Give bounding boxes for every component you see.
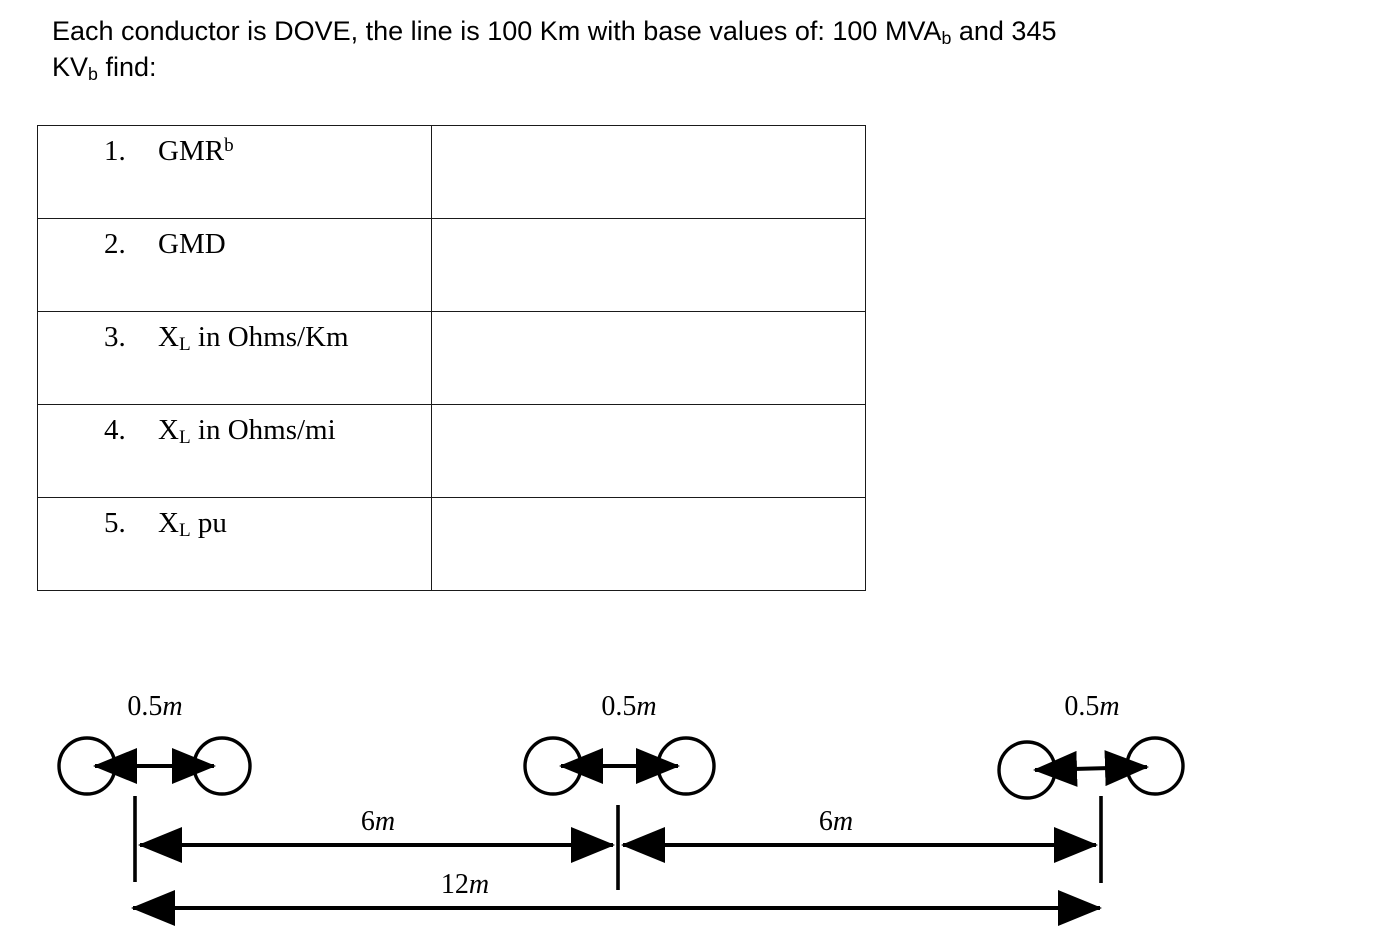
question-label-4-subscript: L <box>178 427 191 449</box>
bundle-spacing-arrow-c <box>1033 750 1149 787</box>
question-label-1-superscript: b <box>224 134 234 156</box>
list-number-5: 5. <box>104 507 126 539</box>
answer-cell-2[interactable] <box>431 218 866 312</box>
answer-cell-4[interactable] <box>431 404 866 498</box>
answer-cell-3[interactable] <box>431 311 866 405</box>
question-label-5-subscript: L <box>178 520 191 542</box>
dimension-span-ab: 6m <box>138 806 615 863</box>
find-text: find: <box>97 51 157 82</box>
question-label-4-base: X <box>158 414 179 446</box>
mva-base-subscript: b <box>941 27 952 48</box>
table-cell-question-1: 1. GMRb <box>37 125 432 219</box>
question-label-3: XL in Ohms/Km <box>158 321 349 354</box>
conductor-circle-a1 <box>57 736 117 796</box>
problem-statement-line-1: Each conductor is DOVE, the line is 100 … <box>52 14 1390 50</box>
question-label-5: XL pu <box>158 507 227 540</box>
dimension-span-bc: 6m <box>621 806 1098 863</box>
conductor-bundle-phase-c: 0.5m <box>997 691 1185 800</box>
dimension-label-bc: 6m <box>819 806 853 837</box>
conductor-circle-b2 <box>656 736 716 796</box>
conductor-circle-a2 <box>192 736 252 796</box>
answer-cell-1[interactable] <box>431 125 866 219</box>
table-cell-question-3: 3. XL in Ohms/Km <box>37 311 432 405</box>
bundle-spacing-unit-c: m <box>1099 691 1119 722</box>
problem-statement: Each conductor is DOVE, the line is 100 … <box>52 14 1390 85</box>
dimension-label-ac: 12m <box>441 869 489 900</box>
question-label-3-subscript: L <box>178 334 191 356</box>
dimension-value-ac: 12 <box>441 869 469 900</box>
conductor-circle-b1 <box>523 736 583 796</box>
dimension-unit-bc: m <box>833 806 853 837</box>
question-label-5-base: X <box>158 507 179 539</box>
answer-cell-5[interactable] <box>431 497 866 591</box>
conductor-bundle-phase-a: 0.5m <box>57 691 252 796</box>
list-number-4: 4. <box>104 414 126 446</box>
table-row: 5. XL pu <box>37 497 866 591</box>
question-label-2-base: GMD <box>158 228 226 260</box>
bundle-spacing-unit-b: m <box>636 691 656 722</box>
table-row: 4. XL in Ohms/mi <box>37 404 866 498</box>
question-label-4-suffix: in Ohms/mi <box>190 414 336 446</box>
bundle-spacing-label-c: 0.5m <box>1064 691 1119 722</box>
table-row: 2. GMD <box>37 218 866 312</box>
conductor-bundle-phase-b: 0.5m <box>523 691 716 796</box>
question-label-3-suffix: in Ohms/Km <box>190 321 349 353</box>
questions-table: 1. GMRb 2. GMD <box>37 125 866 591</box>
problem-statement-line-1-cont: and 345 <box>951 16 1057 46</box>
conductor-circle-c2 <box>1125 736 1185 796</box>
table-cell-question-5: 5. XL pu <box>37 497 432 591</box>
bundle-spacing-label-a: 0.5m <box>127 691 182 722</box>
question-label-3-base: X <box>158 321 179 353</box>
dimension-unit-ac: m <box>469 869 489 900</box>
kv-base-subscript: b <box>88 63 98 84</box>
bundle-spacing-unit-a: m <box>162 691 182 722</box>
dimension-value-ab: 6 <box>361 806 375 837</box>
list-number-2: 2. <box>104 228 126 260</box>
dimension-label-ab: 6m <box>361 806 395 837</box>
problem-statement-line-1-text: Each conductor is DOVE, the line is 100 … <box>52 16 942 46</box>
question-label-5-suffix: pu <box>190 507 227 539</box>
bundle-spacing-value-a: 0.5 <box>127 691 162 722</box>
conductor-circle-c1 <box>997 740 1057 800</box>
bundle-spacing-value-b: 0.5 <box>601 691 636 722</box>
table-cell-question-2: 2. GMD <box>37 218 432 312</box>
list-number-1: 1. <box>104 135 126 167</box>
question-label-4: XL in Ohms/mi <box>158 414 336 447</box>
bundle-spacing-value-c: 0.5 <box>1064 691 1099 722</box>
question-label-2: GMD <box>158 228 226 261</box>
dimension-span-ac: 12m <box>131 869 1102 926</box>
table-cell-question-4: 4. XL in Ohms/mi <box>37 404 432 498</box>
kv-base-text: KV <box>52 51 89 82</box>
dimension-unit-ab: m <box>375 806 395 837</box>
table-row: 1. GMRb <box>37 125 866 219</box>
bundle-spacing-label-b: 0.5m <box>601 691 656 722</box>
question-label-1-base: GMR <box>158 135 225 167</box>
list-number-3: 3. <box>104 321 126 353</box>
table-row: 3. XL in Ohms/Km <box>37 311 866 405</box>
question-label-1: GMRb <box>158 135 234 168</box>
dimension-value-bc: 6 <box>819 806 833 837</box>
problem-statement-line-2: KVb find: <box>52 50 1390 86</box>
